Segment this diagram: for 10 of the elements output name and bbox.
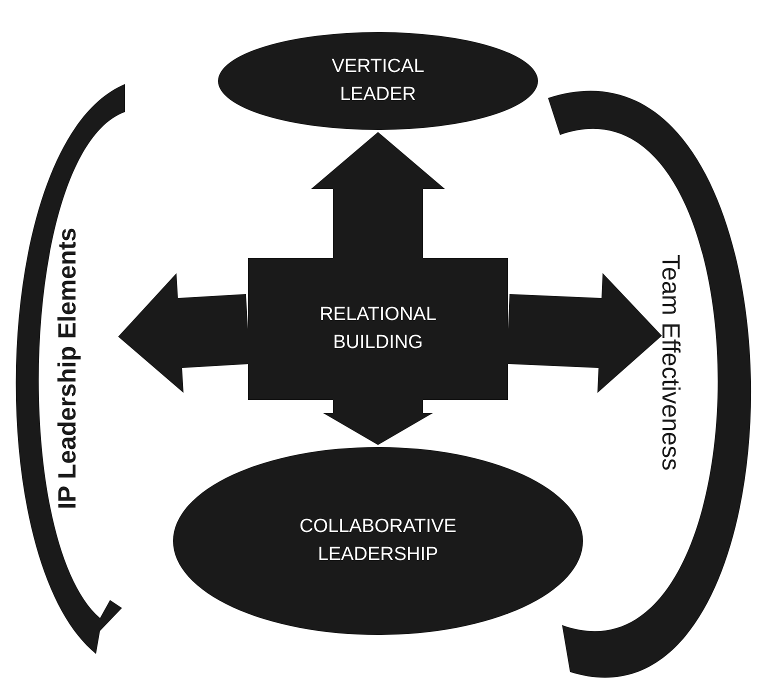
node-label: VERTICAL LEADER [330, 55, 426, 107]
arrow [323, 400, 433, 445]
arrow [311, 132, 445, 258]
node-label: COLLABORATIVE LEADERSHIP [298, 515, 458, 567]
arrow [118, 273, 250, 393]
node-label: RELATIONAL BUILDING [318, 303, 438, 355]
center-block [248, 258, 508, 400]
arrow [506, 273, 662, 393]
side-label: IP Leadership Elements [53, 227, 82, 509]
side-label: Team Effectiveness [656, 254, 685, 470]
